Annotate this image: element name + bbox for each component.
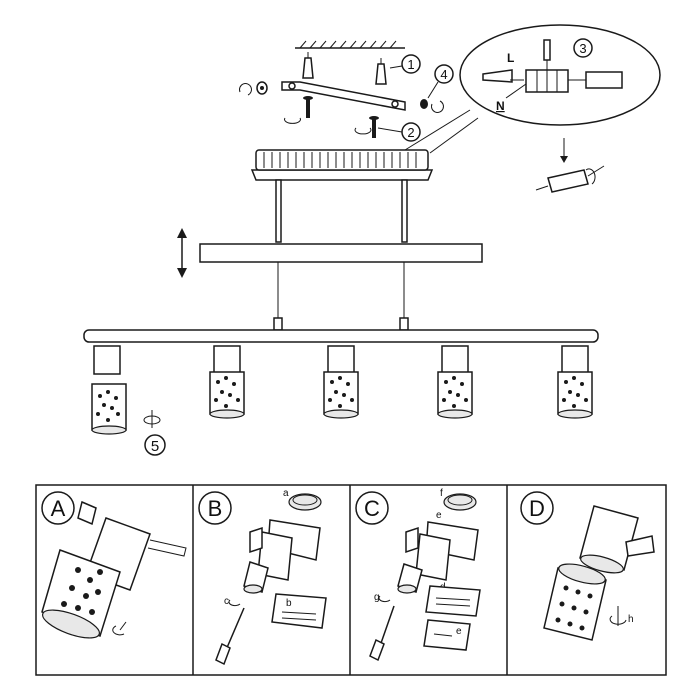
nut-icon: [420, 99, 428, 109]
part-label-e-bottom: e: [456, 626, 462, 637]
part-label-c: c: [224, 596, 229, 607]
panel-c: C f e d e g: [355, 488, 481, 662]
step-2-callout: 2: [377, 122, 421, 142]
part-label-f: f: [440, 488, 443, 499]
rotate-arrow-icon: [431, 100, 444, 113]
panel-a: A: [41, 491, 187, 639]
ceiling-surface: [295, 40, 405, 49]
terminal-block: [525, 69, 569, 93]
screwdriver-icon: [369, 605, 395, 662]
screw-icon: [369, 116, 379, 138]
wall-plug-icon: [375, 58, 387, 85]
spotlight-5: [557, 345, 593, 419]
step-5-callout: 5: [144, 434, 166, 456]
step-1-callout: 1: [389, 54, 421, 74]
part-label-h: h: [628, 614, 634, 625]
spotlight-3: [323, 345, 359, 419]
detail-panels: [35, 484, 667, 676]
wire-cable: [482, 69, 513, 83]
panel-c-letter: C: [364, 496, 380, 521]
live-wire-label: L: [507, 51, 514, 65]
spotlight-1: [91, 345, 127, 435]
step-3-number: 3: [579, 41, 586, 56]
panel-d: D h: [520, 491, 655, 641]
panel-b: B a b c: [198, 488, 327, 666]
part-label-b: b: [286, 598, 292, 609]
suspension-rods: [273, 179, 409, 331]
ceiling-canopy: [250, 149, 434, 181]
vertical-adjust-arrow-icon: [177, 228, 187, 278]
step-5-number: 5: [151, 438, 159, 455]
step-1-number: 1: [407, 57, 414, 72]
screw-icon: [303, 96, 313, 118]
neutral-wire-label: N: [496, 99, 505, 113]
connector-detail: [535, 138, 605, 193]
rotate-arrow-icon: [143, 410, 161, 428]
nut-icon: [256, 81, 268, 95]
step-2-number: 2: [407, 125, 414, 140]
part-label-g: g: [374, 592, 380, 603]
rotate-arrow-icon: [239, 83, 252, 96]
screwdriver-icon: [543, 39, 551, 70]
step-4-callout: 4: [427, 64, 454, 99]
mounting-bracket: [281, 81, 406, 111]
wall-plug-icon: [302, 52, 314, 79]
part-label-a: a: [283, 488, 289, 499]
middle-bar: [199, 243, 483, 263]
spotlight-rail: [83, 329, 599, 343]
screwdriver-icon: [215, 607, 245, 666]
spotlight-4: [437, 345, 473, 419]
panel-a-letter: A: [51, 496, 66, 521]
wiring-detail-bubble: L N 3: [404, 24, 661, 154]
spotlight-2: [209, 345, 245, 419]
panel-b-letter: B: [208, 496, 223, 521]
lamp-cable: [568, 71, 623, 89]
rotate-arrow-icon: [284, 117, 301, 124]
step-4-number: 4: [440, 67, 447, 82]
rotate-arrow-icon: [354, 127, 372, 135]
part-label-e-top: e: [436, 510, 442, 521]
panel-d-letter: D: [529, 496, 545, 521]
